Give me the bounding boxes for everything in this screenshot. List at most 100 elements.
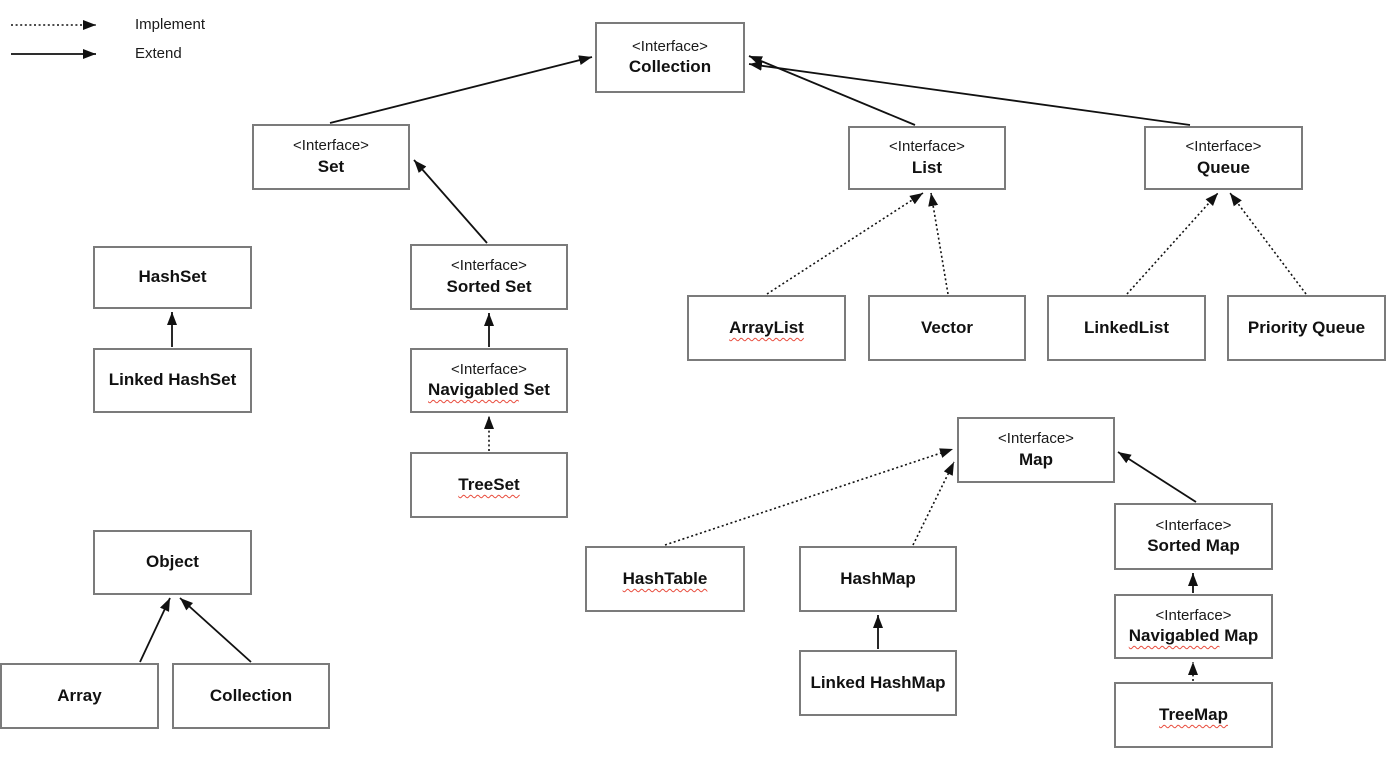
node-interface-navigabled-set: <Interface>Navigabled Set xyxy=(410,348,568,413)
legend-row-implement: Implement xyxy=(10,10,205,39)
node-stereotype: <Interface> xyxy=(998,430,1074,448)
node-label: HashMap xyxy=(840,568,916,590)
node-label: HashTable xyxy=(623,568,708,590)
legend: Implement Extend xyxy=(10,10,205,68)
node-stereotype: <Interface> xyxy=(1155,606,1232,624)
node-hashmap: HashMap xyxy=(799,546,957,612)
node-treeset: TreeSet xyxy=(410,452,568,518)
node-label: Collection xyxy=(210,685,292,707)
node-interface-collection: <Interface> Collection xyxy=(595,22,745,93)
misspelled-text: HashTable xyxy=(622,568,708,588)
node-label: Set xyxy=(318,156,344,178)
node-treemap: TreeMap xyxy=(1114,682,1273,748)
misspelled-text: TreeMap xyxy=(1159,704,1228,724)
edge-hashmap-implements-interface-map xyxy=(912,461,955,546)
node-label: Sorted Map xyxy=(1147,535,1240,557)
node-label: Array xyxy=(57,685,101,707)
node-label: Linked HashSet xyxy=(109,369,237,391)
node-label: TreeSet xyxy=(458,474,519,496)
label-text: Set xyxy=(317,156,345,176)
misspelled-text: TreeSet xyxy=(458,474,520,494)
misspelled-text: Navigabled xyxy=(428,380,519,400)
node-label: HashSet xyxy=(138,266,206,288)
node-interface-sorted-map: <Interface> Sorted Map xyxy=(1114,503,1273,570)
label-text: Map xyxy=(1219,626,1259,646)
misspelled-text: ArrayList xyxy=(729,317,804,337)
label-text: List xyxy=(911,157,943,177)
node-interface-list: <Interface>List xyxy=(848,126,1006,190)
node-label: LinkedList xyxy=(1084,317,1169,339)
node-label: List xyxy=(912,157,942,179)
misspelled-text: Navigabled xyxy=(1128,626,1220,646)
label-text: Collection xyxy=(209,685,293,705)
node-hashset: HashSet xyxy=(93,246,252,309)
node-label: Sorted Set xyxy=(446,276,531,298)
node-label: Object xyxy=(146,551,199,573)
extend-arrow-icon xyxy=(11,48,96,59)
edge-linkedlist-implements-interface-queue xyxy=(1126,192,1219,295)
node-stereotype: <Interface> xyxy=(889,138,965,156)
node-interface-map: <Interface>Map xyxy=(957,417,1115,483)
node-object: Object xyxy=(93,530,252,595)
node-hashtable: HashTable xyxy=(585,546,745,612)
node-stereotype: <Interface> xyxy=(1185,138,1262,156)
node-stereotype: <Interface> xyxy=(1155,516,1232,534)
label-text: Array xyxy=(57,685,102,705)
edge-interface-list-extends-interface-collection xyxy=(748,55,916,126)
node-interface-queue: <Interface>Queue xyxy=(1144,126,1303,190)
label-text: Linked HashMap xyxy=(810,672,946,692)
node-interface-navigabled-map: <Interface> Navigabled Map xyxy=(1114,594,1273,659)
node-label: Priority Queue xyxy=(1248,317,1365,339)
edge-hashtable-implements-interface-map xyxy=(664,448,954,546)
edge-interface-sorted-set-extends-interface-set xyxy=(413,159,488,244)
label-text: Linked HashSet xyxy=(108,370,237,390)
label-text: HashSet xyxy=(138,267,207,287)
label-text: HashMap xyxy=(840,568,916,588)
node-array: Array xyxy=(0,663,159,729)
legend-row-extend: Extend xyxy=(10,39,205,68)
node-priority-queue: Priority Queue xyxy=(1227,295,1386,361)
label-text: Object xyxy=(146,552,199,572)
node-label: ArrayList xyxy=(729,317,804,339)
legend-implement-label: Implement xyxy=(135,16,206,33)
node-label: Linked HashMap xyxy=(810,672,945,694)
edge-interface-queue-extends-interface-collection xyxy=(748,60,1191,126)
node-label: Vector xyxy=(921,317,973,339)
node-label: Navigabled Set xyxy=(428,379,550,401)
node-stereotype: <Interface> xyxy=(632,37,708,55)
label-text: Queue xyxy=(1197,157,1250,177)
label-text: Sorted Map xyxy=(1147,536,1240,556)
node-linked-hashmap: Linked HashMap xyxy=(799,650,957,716)
implement-arrow-icon xyxy=(11,19,96,30)
node-vector: Vector xyxy=(868,295,1026,361)
edge-vector-implements-interface-list xyxy=(928,192,949,295)
node-stereotype: <Interface> xyxy=(451,257,527,275)
node-stereotype: <Interface> xyxy=(293,137,369,155)
label-text: Priority Queue xyxy=(1247,317,1366,337)
label-text: Collection xyxy=(628,57,712,77)
node-linkedlist: LinkedList xyxy=(1047,295,1206,361)
legend-extend-label: Extend xyxy=(135,45,182,62)
edge-priority-queue-implements-interface-queue xyxy=(1229,192,1307,295)
node-label: Queue xyxy=(1197,157,1250,179)
edge-interface-set-extends-interface-collection xyxy=(329,55,593,124)
label-text: Map xyxy=(1019,449,1053,469)
node-label: Map xyxy=(1019,449,1053,471)
node-label: Collection xyxy=(629,56,711,78)
node-stereotype: <Interface> xyxy=(451,360,527,378)
label-text: Vector xyxy=(921,317,973,337)
node-collection-class: Collection xyxy=(172,663,330,729)
node-arraylist: ArrayList xyxy=(687,295,846,361)
edge-arraylist-implements-interface-list xyxy=(766,192,924,295)
edge-array-extends-object xyxy=(139,597,171,663)
label-text: Set xyxy=(518,380,550,400)
edge-collection-class-extends-object xyxy=(179,597,252,663)
node-label: TreeMap xyxy=(1159,704,1228,726)
node-linked-hashset: Linked HashSet xyxy=(93,348,252,413)
node-interface-set: <Interface>Set xyxy=(252,124,410,190)
label-text: Sorted Set xyxy=(446,276,532,296)
label-text: LinkedList xyxy=(1083,317,1169,337)
edge-interface-sorted-map-extends-interface-map xyxy=(1117,451,1197,503)
